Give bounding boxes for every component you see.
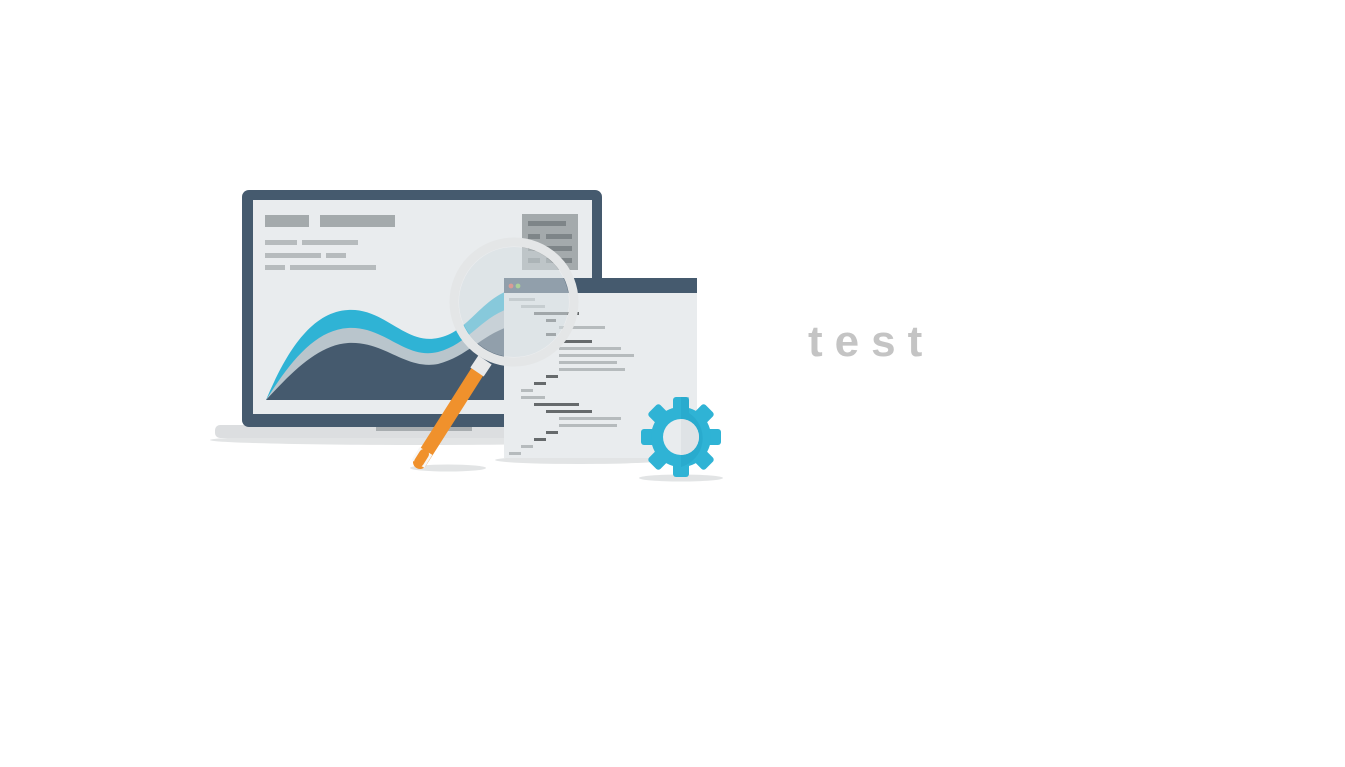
analytics-chart-icon [266, 290, 510, 400]
magnifying-glass-icon [410, 237, 579, 472]
page-heading: test [808, 317, 935, 366]
gear-icon [639, 397, 723, 482]
seo-analytics-illustration [205, 180, 735, 490]
